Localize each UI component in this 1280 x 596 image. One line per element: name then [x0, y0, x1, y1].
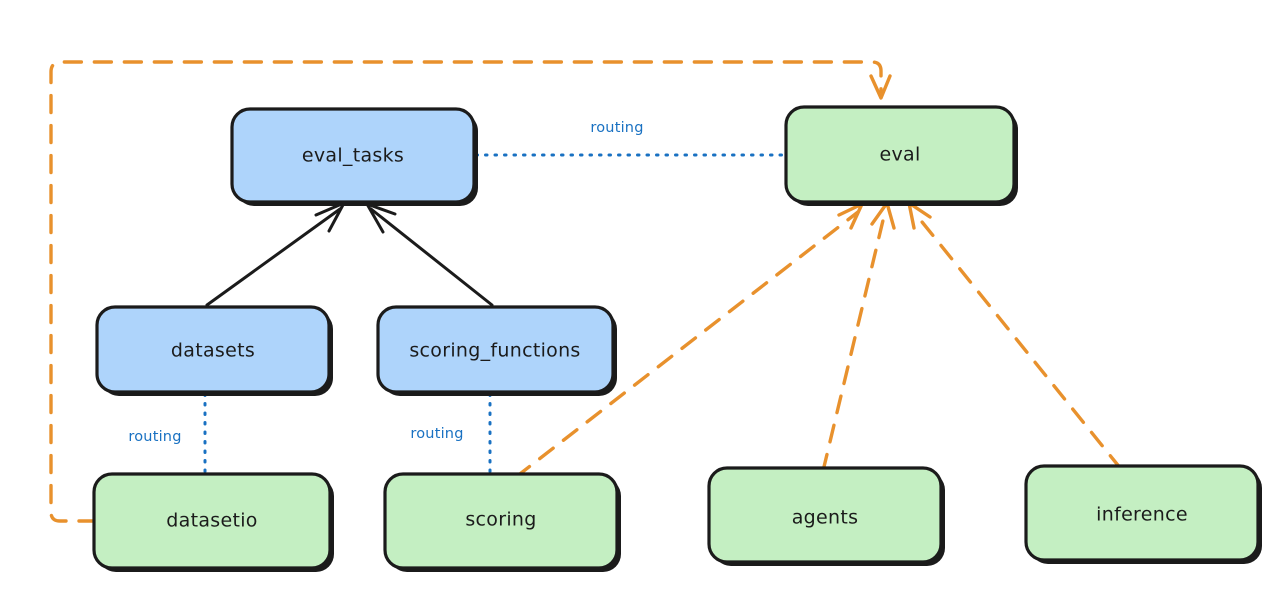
- edge-label-routing-datasetio: routing: [128, 429, 181, 445]
- edge-datasets-datasetio[interactable]: routing: [128, 392, 207, 474]
- edge-inference-eval[interactable]: [907, 201, 1123, 471]
- node-label-inference: inference: [1096, 504, 1188, 526]
- node-datasets[interactable]: datasets: [95, 305, 333, 396]
- node-eval-tasks[interactable]: eval_tasks: [230, 107, 478, 206]
- edge-scoringfunctions-evaltasks[interactable]: [365, 202, 494, 307]
- node-agents[interactable]: agents: [707, 466, 945, 566]
- node-datasetio[interactable]: datasetio: [92, 472, 334, 572]
- node-label-datasetio: datasetio: [166, 510, 257, 532]
- node-label-eval: eval: [879, 144, 920, 166]
- node-label-eval-tasks: eval_tasks: [302, 145, 404, 167]
- edge-datasets-evaltasks[interactable]: [205, 201, 346, 307]
- node-inference[interactable]: inference: [1024, 464, 1262, 564]
- node-label-scoring: scoring: [465, 509, 536, 531]
- node-label-datasets: datasets: [171, 340, 255, 362]
- edge-evaltasks-eval[interactable]: routing: [474, 120, 786, 157]
- node-scoring[interactable]: scoring: [383, 472, 621, 572]
- edge-datasetio-eval[interactable]: [49, 60, 892, 523]
- node-label-agents: agents: [792, 507, 859, 529]
- edge-agents-eval[interactable]: [821, 201, 896, 473]
- edge-label-routing-eval: routing: [590, 120, 643, 136]
- node-scoring-functions[interactable]: scoring_functions: [376, 305, 617, 396]
- node-label-scoring-functions: scoring_functions: [409, 340, 580, 362]
- edge-label-routing-scoring: routing: [410, 426, 463, 442]
- edge-scoringfunctions-scoring[interactable]: routing: [410, 392, 492, 474]
- node-eval[interactable]: eval: [784, 105, 1018, 206]
- node-layer: eval_tasks eval datasets scoring_functio…: [92, 105, 1262, 572]
